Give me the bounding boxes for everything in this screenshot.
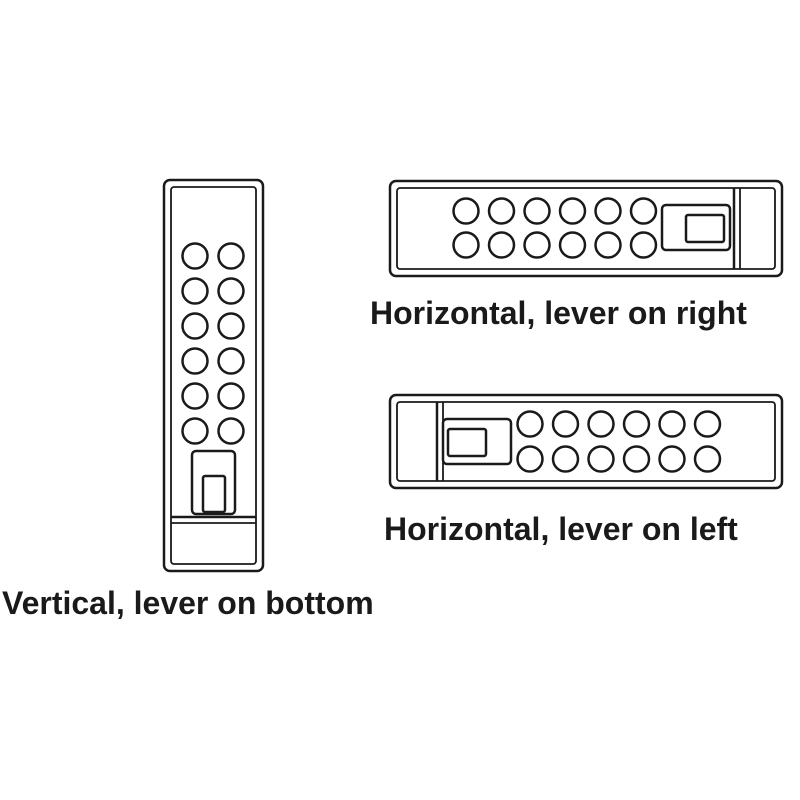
keypad-button [217, 312, 245, 340]
right-lock-inner-frame [396, 187, 776, 270]
keypad-button [452, 197, 480, 225]
keypad-button [594, 197, 622, 225]
keypad-button [181, 277, 209, 305]
left-lock-outer-frame [388, 393, 784, 490]
keypad-button [181, 312, 209, 340]
keypad-button [629, 231, 658, 259]
keypad-button [658, 410, 686, 438]
vertical-lock-inner-frame [170, 186, 257, 565]
keypad-button [217, 382, 245, 410]
keypad-button [181, 242, 209, 270]
keypad-button [587, 410, 615, 438]
keypad-button [217, 242, 245, 270]
keypad-button [217, 417, 245, 445]
vertical-lever-housing [190, 449, 237, 516]
keypad-button [594, 231, 622, 259]
keypad-button [558, 231, 587, 259]
keypad-button [551, 410, 580, 438]
left-lever-housing [441, 417, 513, 466]
keypad-button [622, 410, 651, 438]
keypad-button [181, 417, 209, 445]
left-lock-inner-frame [396, 401, 776, 482]
keypad-button [523, 197, 551, 225]
keypad-button [587, 445, 615, 473]
keypad-button [181, 347, 209, 375]
keypad-button [523, 231, 551, 259]
keypad-button [181, 382, 209, 410]
right-lock-outer-frame [388, 179, 784, 278]
horizontal-lock-lever-right [388, 179, 784, 278]
right-lever-housing [660, 203, 732, 252]
keypad-button [693, 410, 722, 438]
keypad-button [217, 347, 245, 375]
keypad-button [622, 445, 651, 473]
horizontal-right-lock-caption: Horizontal, lever on right [370, 295, 747, 331]
keypad-button [516, 445, 544, 473]
keypad-button [551, 445, 580, 473]
left-lock-keypad-buttons [516, 410, 722, 473]
right-lock-keypad-buttons [452, 197, 658, 259]
keypad-button [658, 445, 686, 473]
right-lever [684, 213, 726, 244]
vertical-keypad-buttons [181, 242, 245, 445]
left-lever [446, 427, 488, 458]
keypad-button [452, 231, 480, 259]
keypad-button [558, 197, 587, 225]
keypad-button [693, 445, 722, 473]
keypad-button [629, 197, 658, 225]
keypad-button [516, 410, 544, 438]
vertical-lock [162, 178, 265, 573]
keypad-button [487, 197, 516, 225]
keypad-button [217, 277, 245, 305]
vertical-lever [201, 474, 227, 514]
horizontal-lock-lever-left [388, 393, 784, 490]
keypad-button [487, 231, 516, 259]
vertical-lock-caption: Vertical, lever on bottom [2, 585, 374, 621]
horizontal-left-lock-caption: Horizontal, lever on left [384, 511, 738, 547]
vertical-lock-outer-frame [162, 178, 265, 573]
